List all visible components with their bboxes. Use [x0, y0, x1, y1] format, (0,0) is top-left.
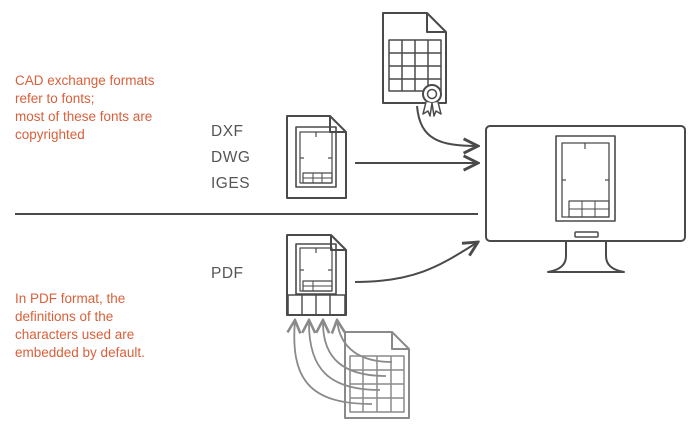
- certificate-document-icon: [382, 12, 447, 117]
- pdf-note-line: embedded by default.: [15, 345, 145, 360]
- pdf-drawing-file-icon: [286, 234, 347, 316]
- cad-note-line: CAD exchange formats: [15, 73, 155, 88]
- format-label-dxf: DXF: [211, 123, 244, 140]
- monitor-icon: [485, 125, 686, 273]
- format-label-pdf: PDF: [211, 265, 244, 282]
- pdf-fonts-note: In PDF format, the definitions of the ch…: [15, 290, 145, 362]
- format-label-dwg: DWG: [211, 149, 251, 166]
- pdf-note-line: In PDF format, the: [15, 291, 126, 306]
- cad-drawing-file-icon: [286, 115, 347, 199]
- cad-note-line: copyrighted: [15, 127, 85, 142]
- pdf-arrow: [354, 242, 478, 283]
- cad-note-line: most of these fonts are: [15, 109, 153, 124]
- cad-note-line: refer to fonts;: [15, 91, 95, 106]
- pdf-note-line: definitions of the: [15, 309, 114, 324]
- license-arrow: [416, 105, 478, 146]
- cad-fonts-note: CAD exchange formats refer to fonts; mos…: [15, 72, 155, 144]
- format-label-iges: IGES: [211, 175, 251, 192]
- embedding-arrows: [294, 320, 393, 405]
- pdf-note-line: characters used are: [15, 327, 135, 342]
